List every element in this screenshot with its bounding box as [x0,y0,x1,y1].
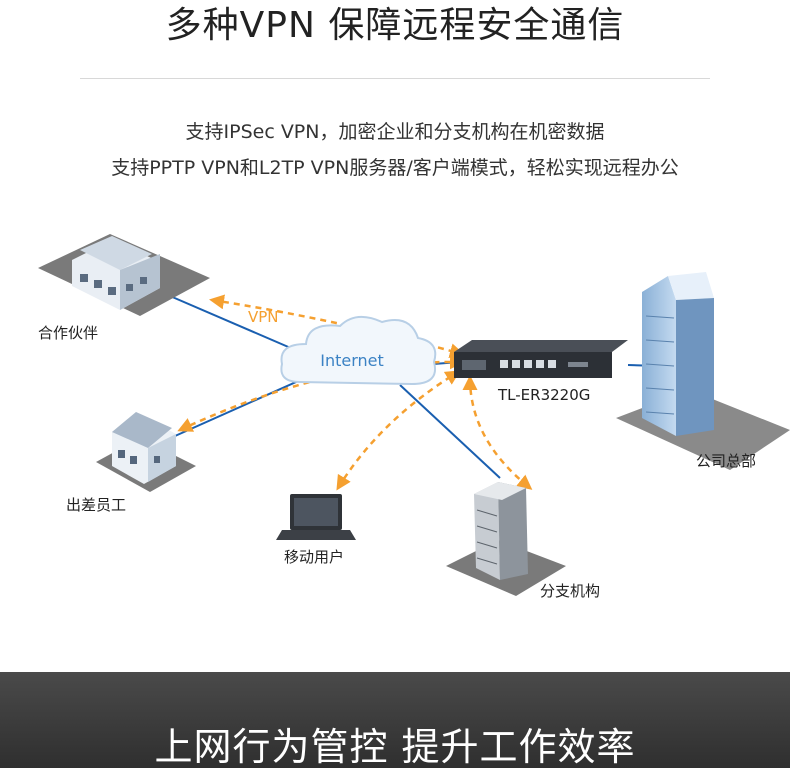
description-line-pptp-l2tp: 支持PPTP VPN和L2TP VPN服务器/客户端模式，轻松实现远程办公 [111,157,679,179]
partner-label: 合作伙伴 [38,324,98,342]
laptop-icon [276,494,356,540]
headquarters-tower-icon [616,272,790,470]
mobile-user-label: 移动用户 [284,548,344,566]
page-title: 多种VPN 保障远程安全通信 [165,5,625,46]
description-line-ipsec: 支持IPSec VPN，加密企业和分支机构在机密数据 [185,121,605,143]
partner-building-icon [38,234,210,316]
vpn-network-diagram: 合作伙伴 VPN Internet TL-ER3220G 公司总部 [38,234,790,600]
internet-cloud-icon [280,315,437,386]
traveler-label: 出差员工 [66,496,126,514]
internet-label: Internet [320,351,384,370]
footer-banner-text: 上网行为管控 提升工作效率 [154,725,636,769]
footer-banner [0,672,790,768]
branch-label: 分支机构 [540,582,600,600]
traveler-house-icon [96,412,196,492]
branch-building-icon [446,482,566,596]
router-icon [454,340,628,378]
title-divider [80,78,710,79]
headquarters-label: 公司总部 [696,452,756,470]
vpn-label: VPN [248,308,279,326]
router-model-label: TL-ER3220G [497,386,590,404]
